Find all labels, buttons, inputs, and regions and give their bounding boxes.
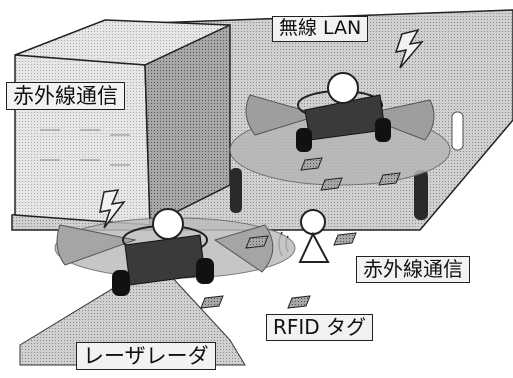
label-wireless-lan: 無線 LAN (272, 16, 369, 42)
rfid-tag (320, 177, 343, 191)
label-rfid-tag: RFID タグ (266, 314, 374, 341)
lower-robot (112, 208, 214, 296)
pillar-back (451, 111, 464, 151)
box-front (14, 54, 151, 226)
label-laser-radar: レーザレーダ (76, 342, 216, 371)
upper-robot-fan-left (245, 94, 322, 136)
label-infrared-top: 赤外線通信 (6, 82, 125, 111)
person-figure (278, 209, 330, 263)
pillar-right (414, 170, 428, 220)
rfid-tag (287, 295, 311, 309)
lower-lightning-icon (99, 189, 126, 229)
pillar-left (230, 168, 242, 213)
upper-robot-fan-right (358, 99, 435, 141)
rfid-tag (333, 232, 357, 246)
upper-lightning-icon (394, 28, 424, 69)
rfid-tag (378, 172, 401, 186)
upper-robot (296, 72, 391, 152)
rfid-tag (200, 295, 224, 309)
rfid-tag (245, 235, 269, 249)
label-infrared-right: 赤外線通信 (356, 256, 470, 283)
lower-robot-fan-left (56, 224, 137, 266)
box-texture (40, 129, 130, 166)
rfid-tag (300, 157, 323, 171)
